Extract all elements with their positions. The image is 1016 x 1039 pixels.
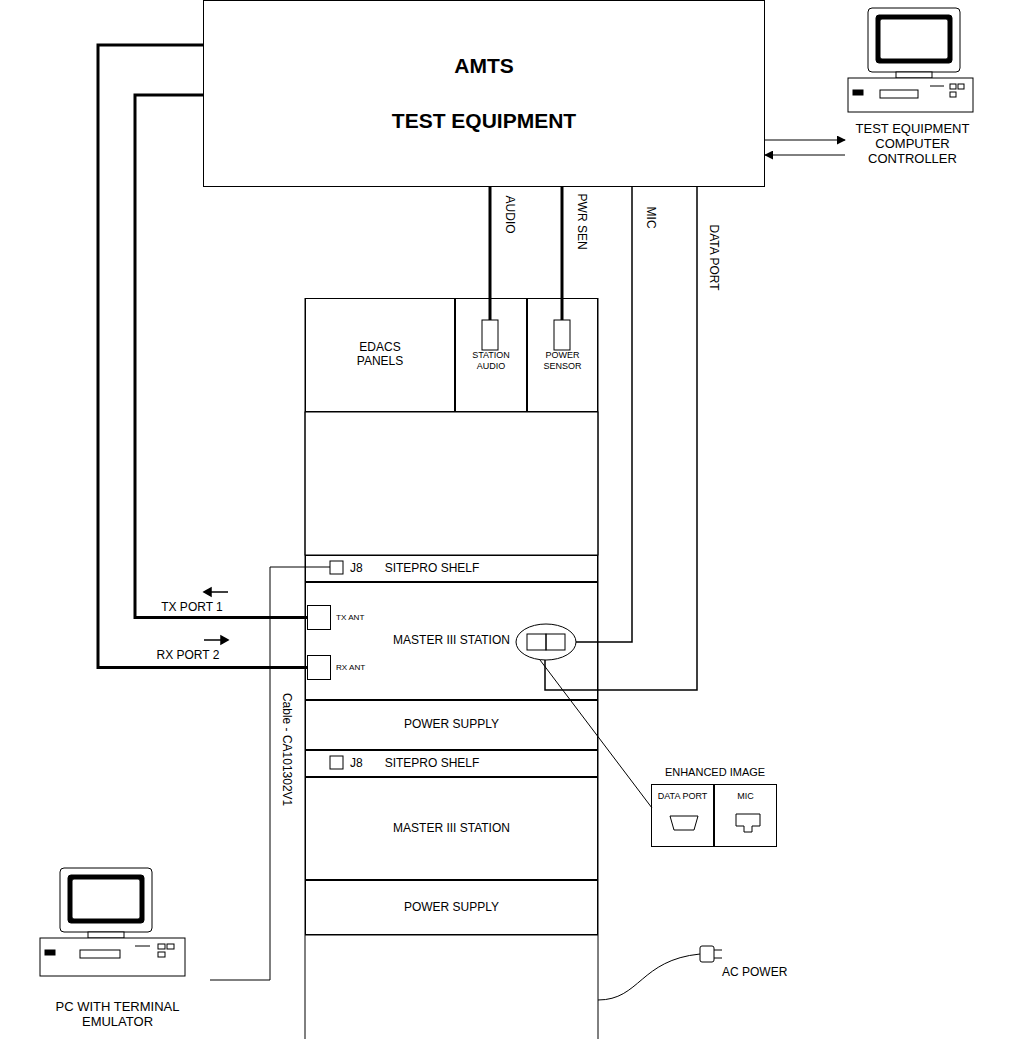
diagram-box: POWER SUPPLY [305, 880, 598, 935]
box-label: J8 [350, 757, 363, 771]
diagram-box: J8 SITEPRO SHELF [305, 555, 598, 582]
signal-label: DATA PORT [706, 223, 719, 293]
diagram-box: MIC [714, 784, 777, 847]
connector-line [576, 187, 632, 642]
diagram-box: POWER SUPPLY [305, 700, 598, 750]
connector-line [545, 187, 697, 690]
arrow-head [204, 588, 211, 596]
connector-line [540, 660, 652, 808]
jack-symbol [554, 320, 570, 350]
computer-icon [40, 868, 185, 976]
computer-icon [848, 8, 973, 112]
connector-line [135, 95, 307, 618]
signal-label: AUDIO [502, 194, 515, 236]
box-label: DATA PORT [652, 791, 713, 801]
jack-symbol [482, 320, 498, 350]
box-label: PC WITH TERMINAL EMULATOR [43, 1000, 193, 1030]
box-label: MASTER III STATION [393, 634, 510, 648]
diagram-box: TX ANT [307, 605, 331, 630]
diagram-box: RX ANT [307, 655, 331, 680]
power-cord [598, 954, 700, 1000]
connector-symbol [527, 634, 546, 650]
dsub-icon [670, 816, 698, 830]
box-label: RX ANT [336, 663, 365, 672]
box-label: SITEPRO SHELF [385, 757, 480, 771]
connector-ellipse [516, 624, 576, 660]
j8-connector [330, 756, 343, 769]
box-label: STATION AUDIO [467, 350, 515, 371]
diagram-box: MASTER III STATION TX ANT RX ANT [305, 582, 598, 700]
blank-panel [305, 412, 598, 555]
plug-body [700, 946, 714, 962]
j8-connector [330, 561, 343, 574]
box-label: J8 [350, 562, 363, 576]
diagram-box: AMTS TEST EQUIPMENT [203, 0, 765, 187]
diagram-box: J8 SITEPRO SHELF [305, 750, 598, 777]
diagram-box: POWER SENSOR [527, 298, 598, 412]
connector-line [489, 187, 492, 320]
box-label: TEST EQUIPMENT COMPUTER CONTROLLER [845, 122, 980, 167]
diagram-box: TEST EQUIPMENT COMPUTER CONTROLLER [845, 5, 980, 200]
arrow-head [221, 636, 228, 644]
box-label: EDACS PANELS [345, 341, 415, 369]
signal-label: PWR SEN [574, 192, 587, 252]
signal-label: MIC [643, 205, 656, 231]
connector-symbol [546, 634, 565, 650]
connector-line [561, 187, 564, 320]
diagram-box: EDACS PANELS [305, 298, 455, 412]
mic-jack-icon [736, 814, 760, 832]
box-label: MASTER III STATION [393, 822, 510, 836]
box-label: TEST EQUIPMENT [392, 109, 576, 133]
connector-line [210, 567, 330, 980]
plug-prong [714, 958, 722, 959]
box-label: AMTS [454, 54, 514, 78]
signal-label: TX PORT 1 [159, 601, 225, 614]
box-label: SITEPRO SHELF [385, 562, 480, 576]
note-label: AC POWER [720, 966, 789, 979]
plug-prong [714, 950, 722, 951]
connector-line [765, 140, 845, 141]
box-label: POWER SUPPLY [404, 901, 499, 915]
box-label: POWER SENSOR [539, 350, 587, 371]
signal-label: Cable - CA101302V1 [280, 691, 293, 808]
box-label: TX ANT [336, 613, 364, 622]
connector-line [765, 155, 845, 156]
signal-label: RX PORT 2 [155, 649, 222, 662]
box-label: POWER SUPPLY [404, 718, 499, 732]
box-label: ENHANCED IMAGE [652, 766, 778, 779]
diagram-box: DATA PORT [651, 784, 714, 847]
diagram-box: PC WITH TERMINAL EMULATOR [25, 862, 210, 1037]
box-label: MIC [715, 791, 776, 801]
diagram-box: ENHANCED IMAGE DATA PORTMIC [652, 764, 778, 848]
diagram-box: MASTER III STATION [305, 777, 598, 880]
diagram-box: STATION AUDIO [455, 298, 527, 412]
